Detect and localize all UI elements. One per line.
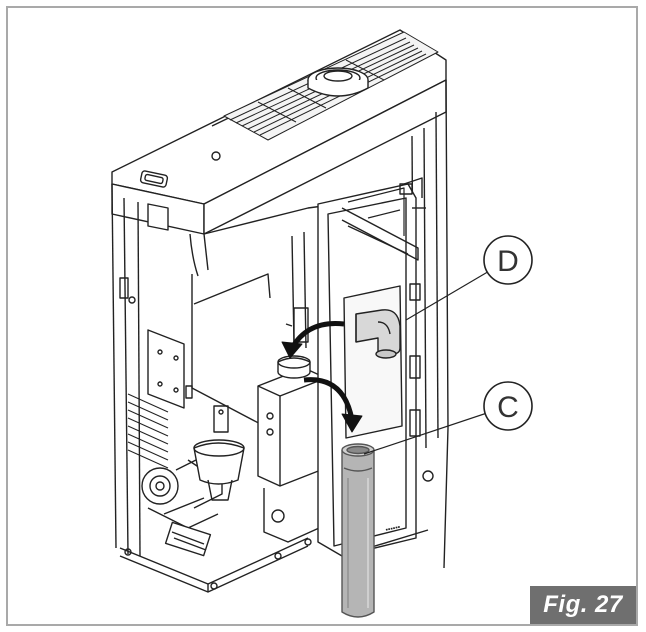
stove-body-left bbox=[111, 183, 271, 557]
callout-d: D bbox=[405, 235, 533, 321]
callout-c: C bbox=[363, 381, 533, 455]
insertion-arrow-upper bbox=[281, 321, 345, 359]
figure-frame: ▪▪▪▪▪▪ bbox=[6, 6, 638, 626]
insertion-arrow-lower bbox=[303, 377, 363, 433]
exhaust-pipe bbox=[341, 443, 375, 618]
lower-fins bbox=[127, 393, 169, 469]
right-side-panel bbox=[411, 79, 449, 569]
firebox-interior bbox=[347, 187, 405, 236]
stove-assembly-drawing: ▪▪▪▪▪▪ bbox=[111, 29, 533, 618]
svg-text:▪▪▪▪▪▪: ▪▪▪▪▪▪ bbox=[385, 524, 402, 534]
flue-collar bbox=[307, 67, 369, 97]
burn-pot-funnel bbox=[193, 405, 245, 501]
callout-c-letter: C bbox=[497, 391, 519, 424]
elbow-connector bbox=[355, 309, 401, 359]
callout-d-letter: D bbox=[497, 245, 519, 278]
inner-column bbox=[285, 231, 309, 349]
flue-chamber-box bbox=[257, 355, 329, 543]
figure-label: Fig. 27 bbox=[530, 586, 636, 624]
